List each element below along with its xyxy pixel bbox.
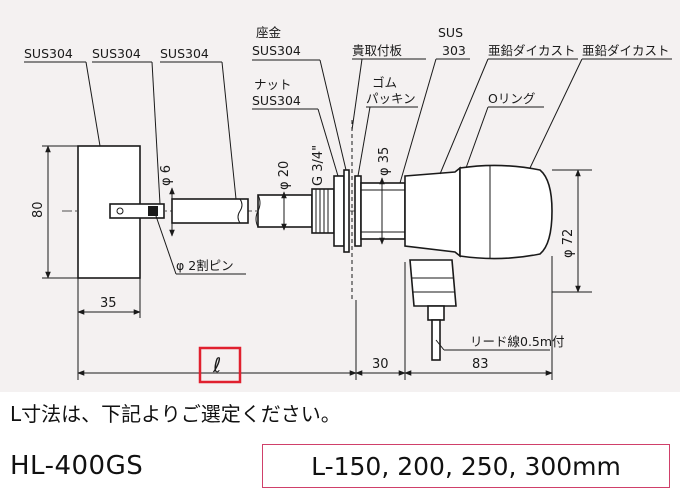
label-nut-2: SUS304: [252, 93, 301, 108]
label-pin: φ 2割ピン: [176, 258, 234, 273]
pin-hole: [116, 207, 124, 215]
label-rubber-1: ゴム: [372, 75, 397, 90]
float-arm: [171, 198, 249, 224]
dim-thread: G 3/4": [311, 145, 326, 186]
label-sus304-a: SUS304: [24, 46, 73, 61]
gland-tip: [427, 305, 445, 321]
label-oring: Oリング: [488, 91, 535, 106]
dim-80: 80: [31, 201, 46, 218]
label-zinc-a: 亜鉛ダイカスト: [488, 43, 576, 58]
dim-phi20: φ 20: [277, 161, 292, 190]
housing-cap: [459, 164, 553, 260]
leader-lines: [24, 58, 672, 351]
label-sus304-b: SUS304: [92, 46, 141, 61]
housing-neck: [404, 166, 461, 258]
label-washer-1: 座金: [256, 25, 282, 40]
label-lead: リード線0.5m付: [470, 334, 565, 349]
label-sus303-1: SUS: [438, 25, 463, 40]
model-number: HL-400GS: [10, 451, 144, 481]
technical-drawing: SUS304 SUS304 SUS304 座金 SUS304 ナット SUS30…: [24, 25, 672, 384]
dim-35: 35: [100, 296, 117, 311]
label-nut-1: ナット: [254, 77, 292, 92]
rubber-packing: [354, 175, 362, 247]
shaft: [360, 182, 406, 240]
selection-instruction: L寸法は、下記よりご選定ください。: [10, 402, 341, 426]
thread-section: [311, 188, 335, 234]
nut: [333, 175, 345, 247]
washer: [343, 169, 350, 253]
break-mark-2: [255, 194, 261, 228]
cable-gland: [409, 259, 457, 307]
label-washer-2: SUS304: [252, 43, 301, 58]
label-rubber-2: パッキン: [366, 91, 416, 106]
label-zinc-b: 亜鉛ダイカスト: [582, 43, 670, 58]
dim-phi35: φ 35: [377, 147, 392, 176]
label-sus304-c: SUS304: [160, 46, 209, 61]
split-pin: [148, 206, 158, 216]
label-sus303-2: 303: [442, 43, 466, 58]
l-highlight-box: [198, 346, 242, 384]
break-mark-1: [237, 198, 243, 224]
dim-83: 83: [472, 357, 489, 372]
dim-phi72: φ 72: [561, 229, 576, 258]
thread-lines: [315, 189, 329, 233]
length-options: L-150, 200, 250, 300mm: [262, 444, 670, 488]
dim-l: ℓ: [212, 353, 221, 377]
label-plate: 貴取付板: [352, 43, 403, 58]
dim-phi6: φ 6: [159, 165, 174, 186]
arm-rod: [257, 194, 313, 228]
dim-30: 30: [372, 357, 389, 372]
